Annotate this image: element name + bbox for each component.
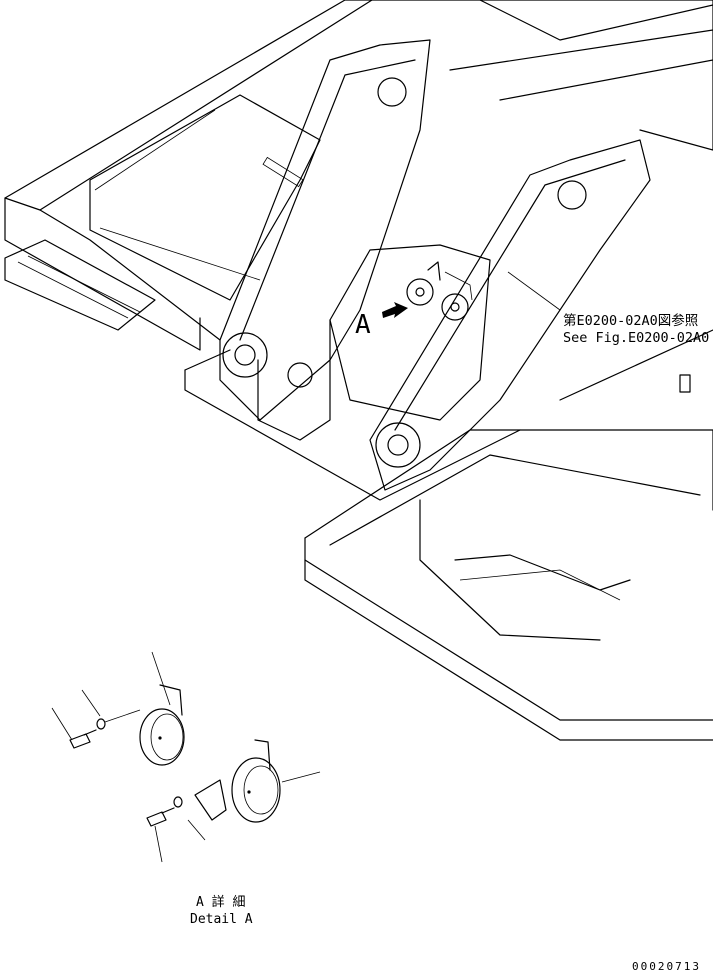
revolving-frame bbox=[4, 0, 713, 501]
reference-en: See Fig.E0200-02A0 bbox=[563, 330, 709, 346]
drawing-number: 00020713 bbox=[632, 960, 701, 973]
boom-bracket-left bbox=[219, 39, 431, 441]
reference-jp: 第E0200-02A0図参照 bbox=[563, 312, 698, 329]
detail-a-exploded bbox=[51, 651, 321, 863]
view-arrow-a: A bbox=[355, 302, 408, 340]
detail-title-jp: A 詳 細 bbox=[196, 894, 245, 910]
horn-assembly bbox=[406, 261, 473, 321]
svg-text:A: A bbox=[355, 310, 371, 340]
right-deck bbox=[304, 329, 713, 741]
reference-leader bbox=[507, 271, 561, 311]
boom-bracket-right bbox=[329, 139, 651, 491]
detail-title-en: Detail A bbox=[190, 912, 253, 927]
